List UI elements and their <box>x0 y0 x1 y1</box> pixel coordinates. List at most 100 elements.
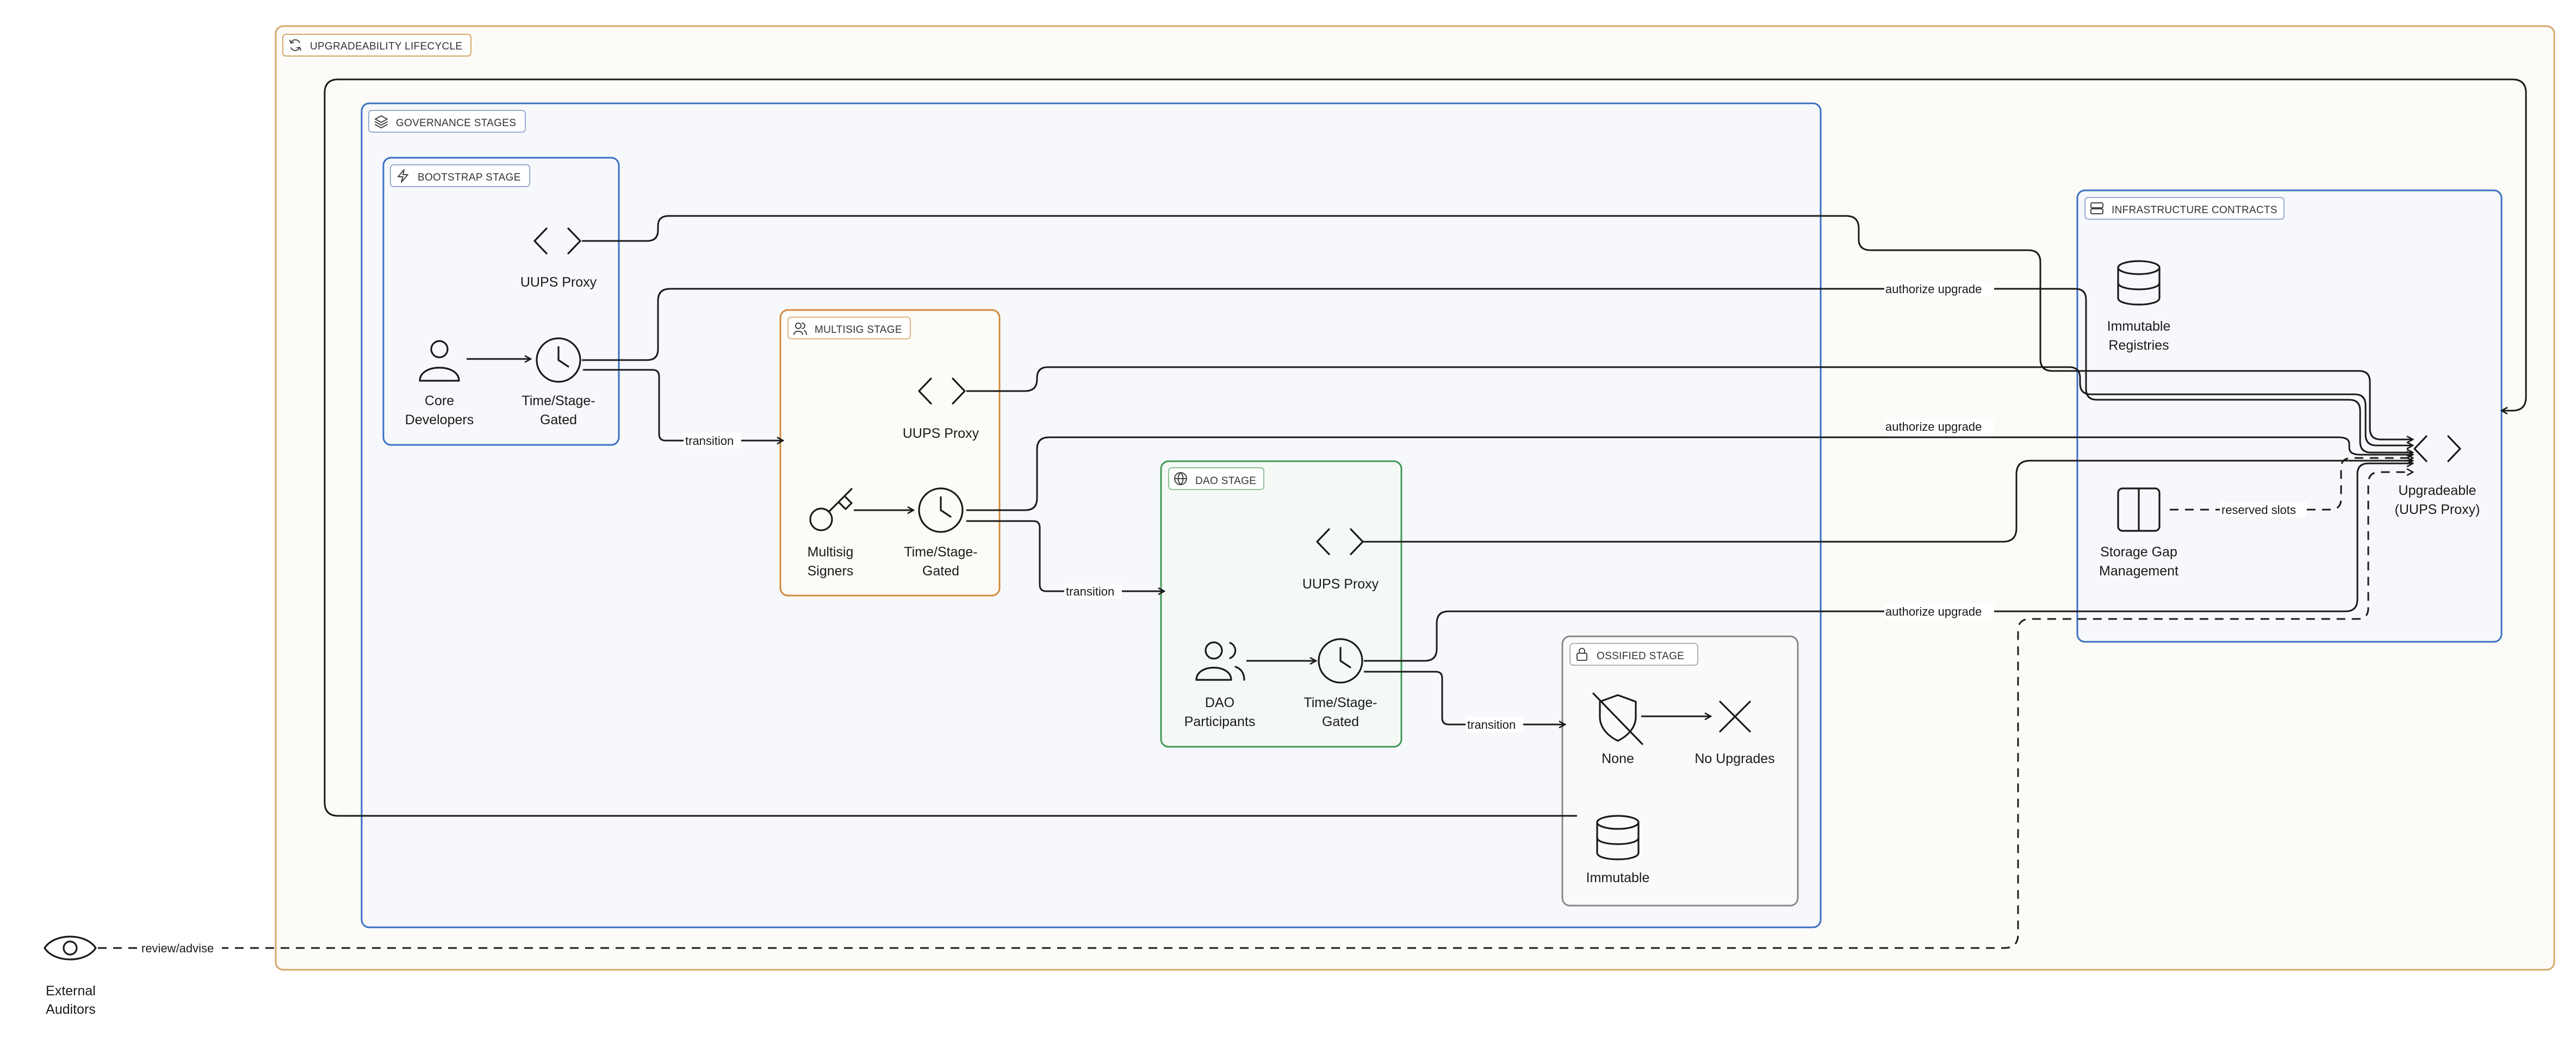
shield-off-icon <box>1592 692 1643 745</box>
group-infrastructure: INFRASTRUCTURE CONTRACTS <box>2076 189 2503 643</box>
node-upgradeable: Upgradeable (UUPS Proxy) <box>2395 435 2480 517</box>
svg-text:Gated: Gated <box>922 563 959 579</box>
svg-text:Registries: Registries <box>2108 338 2169 353</box>
lightning-icon <box>398 169 408 183</box>
clock-icon <box>536 337 581 383</box>
group-governance: GOVERNANCE STAGES <box>361 102 1822 928</box>
svg-text:Signers: Signers <box>808 563 854 579</box>
server-icon <box>2090 202 2103 214</box>
edges: transition transition transition authori… <box>98 78 2527 956</box>
edge-transition-bootstrap-multisig <box>583 369 783 441</box>
svg-text:No Upgrades: No Upgrades <box>1694 751 1774 766</box>
node-immutable: Immutable <box>1586 815 1650 885</box>
node-immutable-registries: Immutable Registries <box>2107 260 2171 353</box>
node-ossified-none: None <box>1592 692 1643 766</box>
database-icon <box>1596 815 1640 860</box>
columns-icon <box>2117 487 2161 532</box>
edge-ossified-loop <box>324 78 2527 817</box>
svg-text:authorize upgrade: authorize upgrade <box>1885 605 1982 618</box>
group-title-infrastructure: INFRASTRUCTURE CONTRACTS <box>2112 205 2277 216</box>
node-multisig-timelock: Time/Stage- Gated <box>904 487 978 579</box>
svg-text:authorize upgrade: authorize upgrade <box>1885 420 1982 433</box>
svg-text:(UUPS Proxy): (UUPS Proxy) <box>2395 502 2480 517</box>
svg-text:transition: transition <box>1467 718 1516 732</box>
edge-label-transition-2: transition <box>1064 584 1122 599</box>
node-dao-timelock: Time/Stage- Gated <box>1303 638 1377 729</box>
group-title-dao: DAO STAGE <box>1195 475 1256 487</box>
svg-text:Core: Core <box>425 393 454 408</box>
svg-text:DAO: DAO <box>1205 695 1234 710</box>
code-brackets-icon <box>2413 435 2461 462</box>
edge-transition-multisig-dao <box>966 520 1164 591</box>
svg-text:transition: transition <box>1066 585 1114 598</box>
group-title-lifecycle: UPGRADEABILITY LIFECYCLE <box>310 41 462 52</box>
group-title-bootstrap: BOOTSTRAP STAGE <box>418 172 521 183</box>
node-storage-gap: Storage Gap Management <box>2099 487 2178 579</box>
group-title-multisig: MULTISIG STAGE <box>815 324 902 336</box>
node-external-auditors: External Auditors <box>44 936 97 1017</box>
node-dao-participants: DAO Participants <box>1184 641 1256 729</box>
user-icon <box>419 340 460 382</box>
group-title-governance: GOVERNANCE STAGES <box>396 117 516 129</box>
svg-text:Immutable: Immutable <box>1586 870 1650 885</box>
edge-transition-dao-ossified <box>1364 671 1565 724</box>
svg-text:reserved slots: reserved slots <box>2221 503 2296 517</box>
refresh-icon <box>289 39 301 51</box>
edge-dao-proxy-to-upgradeable <box>1363 461 2413 543</box>
group-dao: DAO STAGE <box>1160 460 1402 748</box>
layers-icon <box>375 115 388 128</box>
svg-text:UUPS Proxy: UUPS Proxy <box>903 426 979 441</box>
edge-label-reserved-slots: reserved slots <box>2220 502 2307 517</box>
svg-text:UUPS Proxy: UUPS Proxy <box>1302 577 1379 592</box>
svg-text:Storage Gap: Storage Gap <box>2100 544 2177 560</box>
group-title-ossified: OSSIFIED STAGE <box>1597 650 1684 662</box>
svg-text:Gated: Gated <box>1322 714 1359 729</box>
svg-text:Management: Management <box>2099 563 2178 579</box>
edge-bootstrap-proxy-to-upgradeable <box>582 215 2413 439</box>
svg-text:Time/Stage-: Time/Stage- <box>522 393 595 408</box>
node-multisig-signers: Multisig Signers <box>808 488 854 579</box>
node-bootstrap-proxy: UUPS Proxy <box>520 227 597 290</box>
edge-multisig-proxy-to-upgradeable <box>966 366 2413 445</box>
eye-icon <box>44 936 97 961</box>
code-brackets-icon <box>1316 528 1364 555</box>
group-multisig: MULTISIG STAGE <box>779 309 1001 597</box>
users-icon <box>793 323 807 335</box>
svg-text:Time/Stage-: Time/Stage- <box>904 544 977 560</box>
svg-text:Multisig: Multisig <box>808 544 854 560</box>
svg-text:Upgradeable: Upgradeable <box>2398 483 2476 498</box>
x-icon <box>1719 701 1751 733</box>
edge-reserved-slots <box>2170 458 2413 511</box>
svg-text:transition: transition <box>685 434 734 448</box>
globe-icon <box>1174 472 1187 485</box>
svg-text:Participants: Participants <box>1184 714 1256 729</box>
node-bootstrap-timelock: Time/Stage- Gated <box>522 337 595 428</box>
svg-text:Gated: Gated <box>540 412 577 428</box>
svg-text:review/advise: review/advise <box>141 941 214 955</box>
svg-text:External: External <box>46 983 96 999</box>
key-icon <box>809 488 853 531</box>
svg-text:Auditors: Auditors <box>46 1002 96 1017</box>
node-dao-proxy: UUPS Proxy <box>1302 528 1379 592</box>
svg-text:authorize upgrade: authorize upgrade <box>1885 282 1982 296</box>
edge-label-review-advise: review/advise <box>140 940 222 956</box>
edge-label-authorize-upgrade-3: authorize upgrade <box>1884 604 1994 619</box>
clock-icon <box>1318 638 1363 684</box>
node-no-upgrades: No Upgrades <box>1694 701 1775 766</box>
edge-multisig-authorize <box>966 436 2413 511</box>
svg-text:None: None <box>1602 751 1634 766</box>
edge-review-advise <box>98 472 2413 949</box>
edge-label-authorize-upgrade-2: authorize upgrade <box>1884 419 1994 434</box>
code-brackets-icon <box>918 377 966 405</box>
node-multisig-proxy: UUPS Proxy <box>903 377 979 441</box>
node-core-developers: Core Developers <box>405 340 474 428</box>
edge-bootstrap-authorize <box>582 288 2413 453</box>
lock-icon <box>1576 648 1587 661</box>
svg-text:UUPS Proxy: UUPS Proxy <box>520 275 597 290</box>
edge-label-transition-1: transition <box>684 433 741 448</box>
code-brackets-icon <box>533 227 581 255</box>
svg-text:Immutable: Immutable <box>2107 319 2171 334</box>
group-ossified: OSSIFIED STAGE <box>1561 635 1799 907</box>
edge-label-authorize-upgrade-1: authorize upgrade <box>1884 281 1994 296</box>
